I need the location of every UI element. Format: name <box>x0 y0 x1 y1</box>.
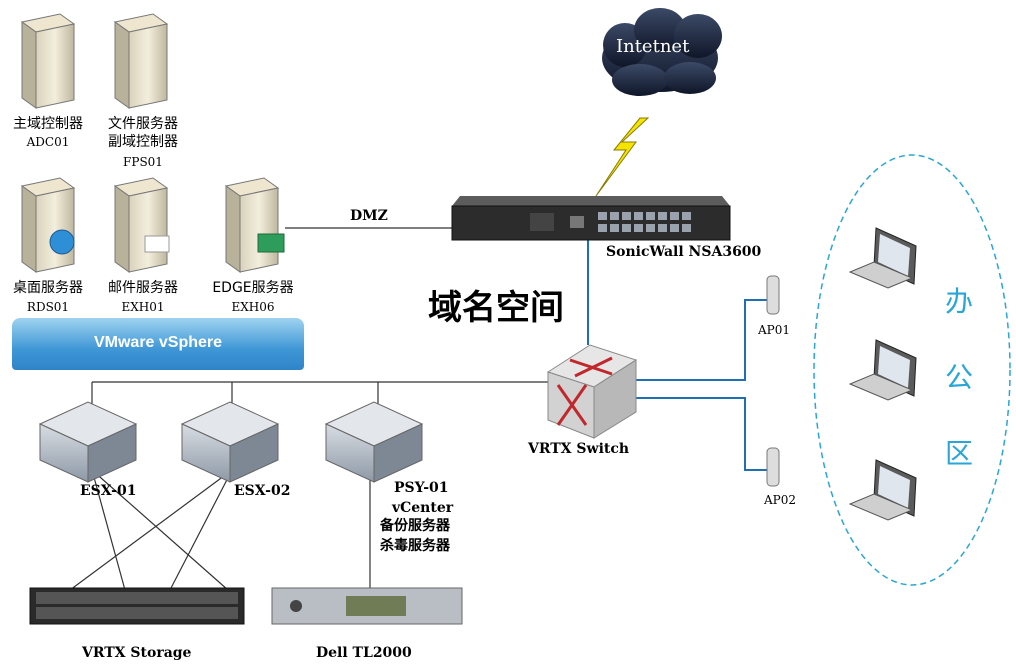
dmz-label: DMZ <box>350 208 388 224</box>
vrtx-storage-label: VRTX Storage <box>82 645 192 661</box>
rds-host: RDS01 <box>26 300 70 314</box>
exh01-host: EXH01 <box>121 300 165 314</box>
esx02-label: ESX-02 <box>234 483 291 499</box>
fps-name-1: 文件服务器 <box>108 116 178 132</box>
server-tower-icons <box>20 13 285 273</box>
adc-host: ADC01 <box>26 135 70 149</box>
access-point-icons <box>766 275 780 487</box>
edge-name: EDGE服务器 <box>212 280 294 296</box>
office-label-2: 公 <box>945 361 974 394</box>
switch-label: VRTX Switch <box>528 441 630 457</box>
ap01-label: AP01 <box>758 323 791 337</box>
vsphere-banner: VMware vSphere <box>12 318 304 370</box>
fps-host: FPS01 <box>123 155 163 169</box>
firewall-icon <box>451 196 731 241</box>
blue-links <box>587 240 770 471</box>
office-label-3: 区 <box>945 437 974 470</box>
edge-host: EXH06 <box>231 300 275 314</box>
page-title: 域名空间 <box>428 288 564 328</box>
psy-role-antivirus: 杀毒服务器 <box>380 538 450 554</box>
esx01-label: ESX-01 <box>80 483 137 499</box>
adc-name: 主域控制器 <box>13 116 83 132</box>
office-zone <box>813 154 1011 586</box>
psy-host-label: PSY-01 <box>394 480 449 496</box>
connection-lines <box>69 227 548 591</box>
internet-label: Intetnet <box>616 36 690 57</box>
tape-library-icon <box>271 587 463 625</box>
switch-icon <box>546 344 638 439</box>
tape-library-label: Dell TL2000 <box>316 645 412 661</box>
firewall-label: SonicWall NSA3600 <box>606 244 762 260</box>
internet-cloud-icon <box>602 8 722 96</box>
blade-host-icons <box>38 401 424 483</box>
office-label-1: 办 <box>945 285 974 318</box>
psy-role-vcenter: vCenter <box>392 500 454 516</box>
exh01-name: 邮件服务器 <box>108 280 178 296</box>
psy-role-backup: 备份服务器 <box>380 518 450 534</box>
vrtx-storage-icon <box>29 587 245 625</box>
rds-name: 桌面服务器 <box>13 280 83 296</box>
desktop-icons <box>848 227 917 521</box>
ap02-label: AP02 <box>764 493 797 507</box>
fps-name-2: 副域控制器 <box>108 134 178 150</box>
wan-lightning-icon <box>595 117 650 197</box>
